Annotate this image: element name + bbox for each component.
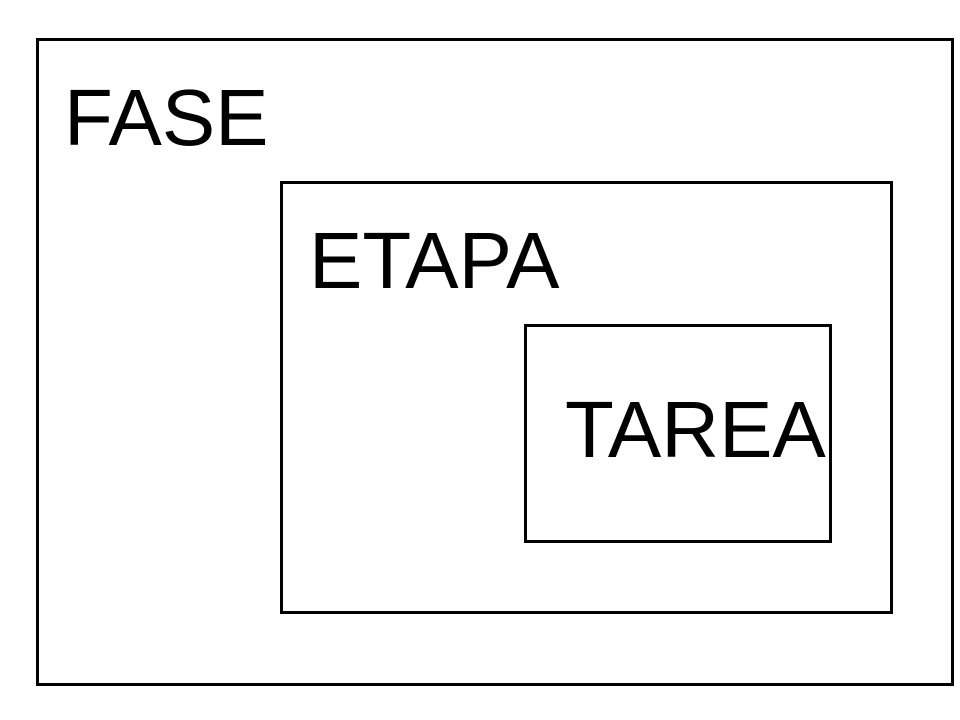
fase-label: FASE <box>64 73 269 162</box>
tarea-label: TAREA <box>565 385 826 474</box>
tarea-box <box>524 324 832 543</box>
etapa-label: ETAPA <box>309 216 560 305</box>
